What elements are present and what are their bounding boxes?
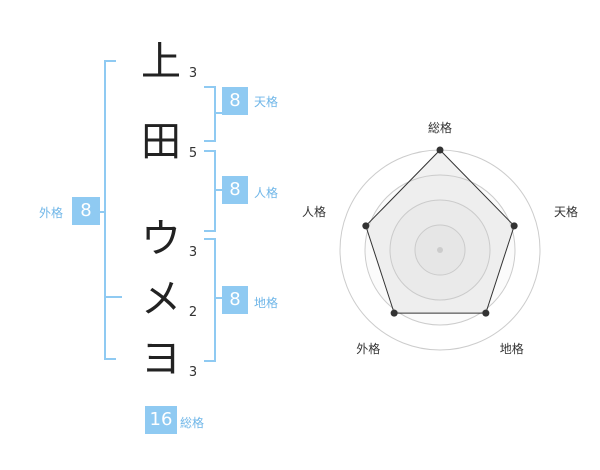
chikaku-tick: [214, 297, 222, 299]
radar-axis-label-soukaku: 総格: [428, 121, 453, 135]
chikaku-bracket: [204, 238, 216, 362]
radar-axis-label-jinkaku: 人格: [301, 205, 326, 220]
name-char-1: 上: [141, 39, 181, 85]
soukaku-value-badge: 16: [145, 406, 177, 434]
stroke-count-2: 5: [188, 146, 198, 161]
gaikaku-label: 外格: [39, 206, 64, 220]
gaikaku-value-badge: 8: [72, 197, 100, 225]
tenkaku-value-badge: 8: [222, 87, 248, 115]
stroke-count-3: 3: [188, 245, 198, 260]
name-char-3: ウ: [141, 216, 181, 262]
jinkaku-bracket: [204, 150, 216, 232]
stroke-count-1: 3: [188, 66, 198, 81]
jinkaku-value-badge: 8: [222, 176, 248, 204]
jinkaku-label: 人格: [254, 186, 279, 200]
radar-axis-label-chikaku: 地格: [499, 341, 524, 356]
radar-point-4: [362, 222, 370, 230]
radar-point-1: [510, 222, 518, 230]
gaikaku-inner-tick: [104, 296, 122, 298]
name-char-4: メ: [141, 276, 181, 322]
chikaku-value-badge: 8: [222, 286, 248, 314]
radar-points: [362, 146, 518, 317]
radar-axis-label-gaikaku: 外格: [356, 341, 381, 356]
stroke-count-4: 2: [188, 305, 198, 320]
radar-series-area: [365, 149, 515, 314]
tenkaku-bracket: [204, 86, 216, 142]
soukaku-label: 総格: [180, 416, 205, 430]
name-char-5: ヨ: [141, 336, 181, 382]
tenkaku-tick: [214, 112, 222, 114]
tenkaku-label: 天格: [254, 95, 279, 109]
chikaku-label: 地格: [254, 296, 279, 310]
name-char-2: 田: [141, 119, 181, 165]
stroke-count-5: 3: [188, 365, 198, 380]
gaikaku-tick: [96, 211, 104, 213]
gaikaku-bracket: [104, 60, 116, 360]
radar-axis-label-tenkaku: 天格: [554, 205, 579, 220]
radar-center-dot: [437, 247, 443, 253]
radar-point-2: [482, 309, 490, 317]
radar-point-3: [390, 309, 398, 317]
jinkaku-tick: [214, 189, 222, 191]
radar-point-0: [436, 146, 444, 154]
